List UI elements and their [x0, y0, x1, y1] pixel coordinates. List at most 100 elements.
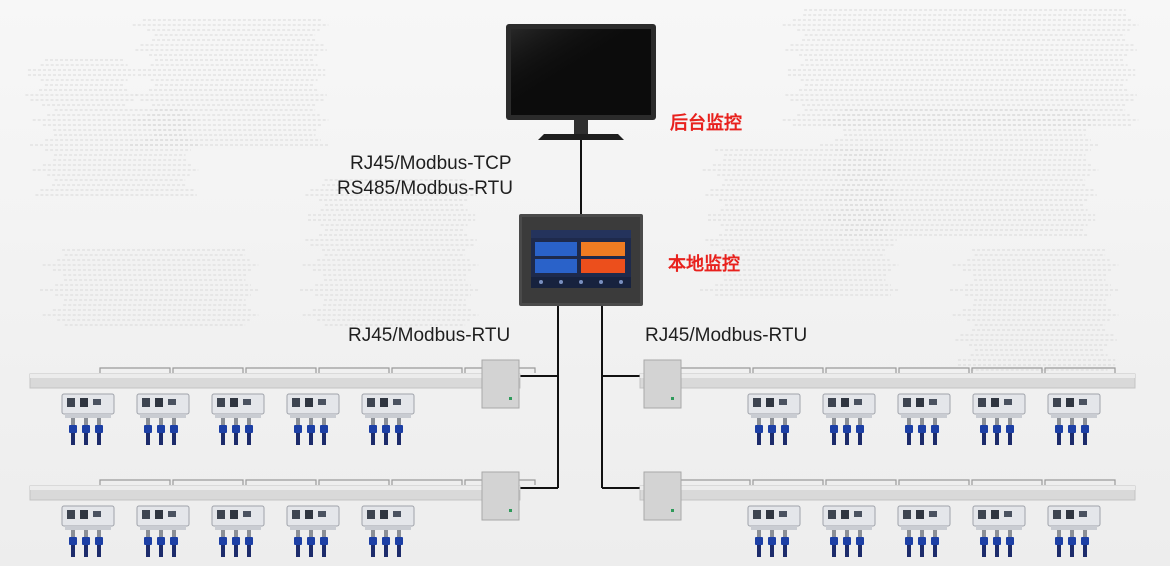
plug-head [82, 537, 90, 545]
plug-cable [371, 545, 375, 557]
module-breaker [168, 511, 176, 517]
plug-stem [845, 530, 849, 537]
plug-cable [907, 433, 911, 445]
plug-head [157, 537, 165, 545]
busbar-left [29, 359, 536, 445]
module-breaker [230, 510, 238, 519]
plug-head [395, 537, 403, 545]
module-base [976, 526, 1022, 530]
protocol-label-rtu-485: RS485/Modbus-RTU [337, 178, 514, 199]
plug-stem [146, 530, 150, 537]
plug-stem [770, 418, 774, 425]
bus-wire [172, 479, 244, 485]
plug-cable [159, 545, 163, 557]
bus-wire [245, 479, 317, 485]
busbar-rail-highlight [30, 374, 520, 378]
module-breaker [753, 510, 761, 519]
plug-head [144, 425, 152, 433]
module-breaker [841, 510, 849, 519]
plug-stem [832, 418, 836, 425]
plug-head [781, 425, 789, 433]
gateway-box [481, 471, 520, 521]
plug-cable [845, 433, 849, 445]
plug-cable [172, 545, 176, 557]
plug-cable [322, 433, 326, 445]
plug-module [972, 393, 1026, 445]
plug-cable [995, 545, 999, 557]
plug-stem [397, 418, 401, 425]
module-breaker [978, 398, 986, 407]
plug-head [993, 537, 1001, 545]
module-breaker [67, 510, 75, 519]
plug-cable [71, 433, 75, 445]
plug-stem [920, 418, 924, 425]
module-breaker [292, 510, 300, 519]
module-breaker [142, 398, 150, 407]
plug-head [307, 425, 315, 433]
module-breaker [305, 510, 313, 519]
gateway-led [671, 397, 674, 400]
plug-stem [247, 418, 251, 425]
plug-cable [933, 545, 937, 557]
plug-head [856, 537, 864, 545]
bus-wire [99, 479, 171, 485]
plug-stem [159, 530, 163, 537]
plug-cable [1008, 545, 1012, 557]
bus-wire [172, 367, 244, 373]
module-base [290, 526, 336, 530]
plug-module [286, 505, 340, 557]
plug-cable [770, 433, 774, 445]
module-breaker [318, 399, 326, 405]
plug-cable [146, 433, 150, 445]
plug-cable [1070, 545, 1074, 557]
plug-module [361, 393, 415, 445]
plug-module [1047, 505, 1101, 557]
plug-stem [397, 530, 401, 537]
module-breaker [828, 398, 836, 407]
plug-cable [97, 545, 101, 557]
touch-panel-icon [519, 214, 643, 306]
plug-head [843, 425, 851, 433]
module-base [1051, 414, 1097, 418]
plug-stem [982, 530, 986, 537]
module-base [365, 526, 411, 530]
plug-cable [309, 433, 313, 445]
module-breaker [80, 510, 88, 519]
plug-stem [322, 530, 326, 537]
plug-head [157, 425, 165, 433]
module-breaker [903, 398, 911, 407]
plug-head [69, 425, 77, 433]
module-breaker [1053, 510, 1061, 519]
module-breaker [929, 399, 937, 405]
plug-head [931, 425, 939, 433]
plug-cable [247, 545, 251, 557]
plug-head [781, 537, 789, 545]
module-breaker [766, 510, 774, 519]
plug-stem [1070, 418, 1074, 425]
plug-stem [1083, 530, 1087, 537]
module-breaker [991, 510, 999, 519]
plug-head [905, 537, 913, 545]
plug-stem [247, 530, 251, 537]
plug-cable [309, 545, 313, 557]
plug-head [830, 425, 838, 433]
plug-stem [1008, 530, 1012, 537]
plug-stem [1083, 418, 1087, 425]
bus-wire [245, 367, 317, 373]
plug-module [897, 393, 951, 445]
module-breaker [142, 510, 150, 519]
module-breaker [916, 510, 924, 519]
plug-stem [907, 418, 911, 425]
plug-cable [397, 545, 401, 557]
bus-wire [752, 367, 824, 373]
module-breaker [217, 510, 225, 519]
bus-wire [971, 367, 1043, 373]
bus-wire [318, 479, 390, 485]
module-breaker [243, 399, 251, 405]
plug-stem [221, 418, 225, 425]
plug-module [747, 393, 801, 445]
plug-module [136, 505, 190, 557]
plug-head [918, 537, 926, 545]
plug-stem [234, 530, 238, 537]
